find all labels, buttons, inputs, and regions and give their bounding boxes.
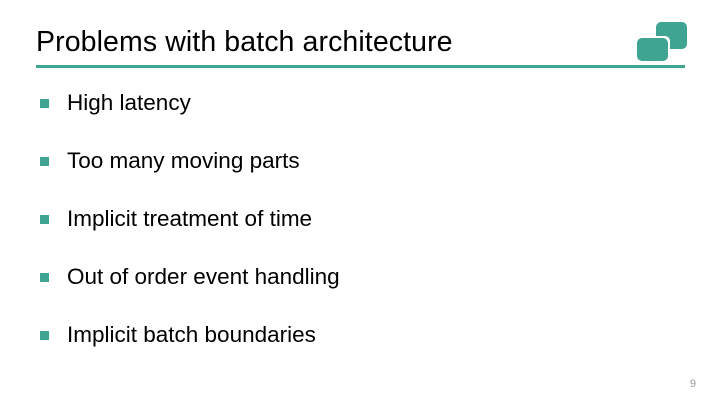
- brand-logo-icon: [634, 18, 688, 63]
- list-item: High latency: [40, 88, 690, 146]
- title-area: Problems with batch architecture: [36, 22, 685, 70]
- title-divider: [36, 65, 685, 68]
- list-item: Out of order event handling: [40, 262, 690, 320]
- page-number: 9: [689, 378, 696, 390]
- square-bullet-icon: [40, 215, 49, 224]
- list-item-label: Out of order event handling: [67, 264, 340, 289]
- list-item: Implicit treatment of time: [40, 204, 690, 262]
- logo-square-front: [637, 38, 668, 61]
- list-item-label: Implicit batch boundaries: [67, 322, 316, 347]
- page-title: Problems with batch architecture: [36, 26, 453, 58]
- list-item-label: Implicit treatment of time: [67, 206, 313, 231]
- list-item: Too many moving parts: [40, 146, 690, 204]
- square-bullet-icon: [40, 331, 49, 340]
- square-bullet-icon: [40, 99, 49, 108]
- list-item: Implicit batch boundaries: [40, 320, 690, 378]
- square-bullet-icon: [40, 157, 49, 166]
- list-item-label: High latency: [67, 90, 191, 115]
- square-bullet-icon: [40, 273, 49, 282]
- list-item-label: Too many moving parts: [67, 148, 300, 173]
- bullet-list: High latency Too many moving parts Impli…: [40, 88, 690, 378]
